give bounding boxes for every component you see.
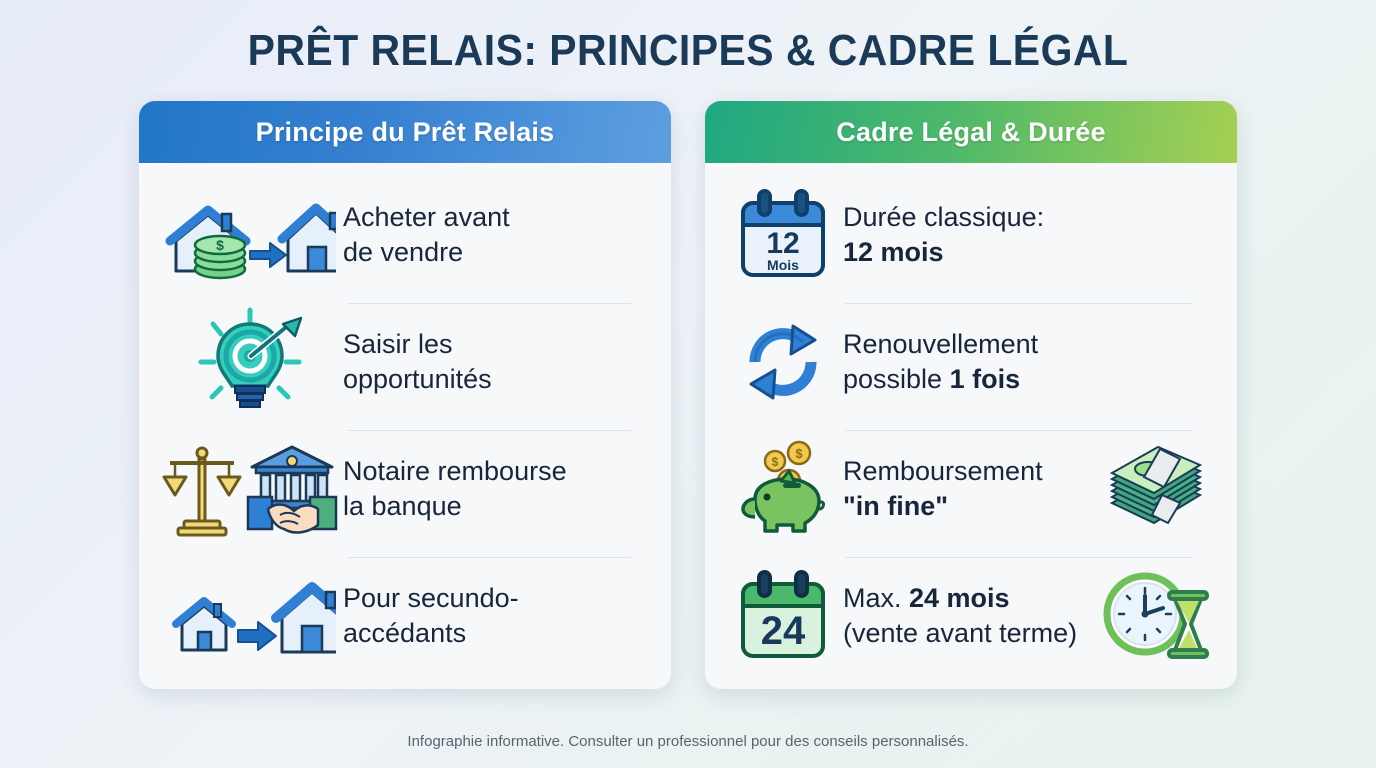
- card-cadre-legal-header: Cadre Légal & Durée: [705, 101, 1237, 164]
- list-item: Notaire rembourse la banque: [157, 429, 649, 548]
- svg-text:$: $: [216, 237, 224, 253]
- list-item-line1: Acheter avant: [343, 201, 510, 232]
- list-item-text: Durée classique: 12 mois: [843, 200, 1097, 270]
- list-item-line2: la banque: [343, 490, 462, 521]
- list-item: 24 Max. 24 mois (vente avant terme): [723, 556, 1215, 675]
- cash-stack-icon: [1097, 443, 1215, 535]
- list-item-text: Notaire rembourse la banque: [343, 454, 649, 524]
- list-item-text: Max. 24 mois (vente avant terme): [843, 581, 1097, 651]
- small-house-to-big-house-icon: [157, 570, 343, 662]
- card-principe: Principe du Prêt Relais: [139, 101, 671, 690]
- list-item-line2-bold: 1 fois: [949, 363, 1021, 394]
- list-item: Saisir les opportunités: [157, 302, 649, 421]
- footer-disclaimer: Infographie informative. Consulter un pr…: [407, 733, 969, 750]
- lightbulb-target-arrow-icon: [157, 306, 343, 418]
- refresh-circular-arrows-icon: [723, 314, 843, 410]
- card-principe-header: Principe du Prêt Relais: [139, 101, 671, 164]
- scales-bank-handshake-icon: [157, 437, 343, 541]
- list-item-line1: Notaire rembourse: [343, 455, 567, 486]
- list-item-text: Saisir les opportunités: [343, 327, 649, 397]
- svg-text:$: $: [772, 455, 779, 469]
- list-item-text: Acheter avant de vendre: [343, 200, 649, 270]
- piggy-bank-coins-icon: $ $ $: [723, 437, 843, 541]
- list-item-line1: Remboursement: [843, 455, 1043, 486]
- list-item: Renouvellement possible 1 fois: [723, 302, 1215, 421]
- calendar-24-icon: 24: [723, 568, 843, 664]
- list-item-line2-prefix: possible: [843, 363, 950, 394]
- list-item-line1-prefix: Max.: [843, 582, 910, 613]
- list-item-line2: "in fine": [843, 489, 1093, 524]
- list-item: $ Acheter avant de vendre: [157, 176, 649, 294]
- list-item-line1: Renouvellement: [843, 328, 1039, 359]
- list-item-line2: possible 1 fois: [843, 362, 1093, 397]
- list-item-line1: Max. 24 mois: [843, 583, 1010, 613]
- list-item-line1: Pour secundo-: [343, 582, 519, 613]
- card-principe-body: $ Acheter avant de vendre: [139, 163, 671, 689]
- svg-text:$: $: [795, 446, 803, 461]
- list-item-line2-bold: "in fine": [843, 490, 949, 521]
- list-item-line2: accédants: [343, 617, 467, 648]
- house-to-house-with-money-icon: $: [157, 189, 343, 281]
- list-item: Pour secundo- accédants: [157, 556, 649, 675]
- list-item-line1: Durée classique:: [843, 201, 1045, 232]
- list-item: $ $ $: [723, 429, 1215, 548]
- clock-hourglass-icon: [1097, 568, 1215, 664]
- list-item: 12 Mois Durée classique: 12 mois: [723, 176, 1215, 294]
- list-item-line2: opportunités: [343, 363, 492, 394]
- list-item-line1: Saisir les: [343, 328, 453, 359]
- card-cadre-legal: Cadre Légal & Durée 12 Mois Durée classi…: [705, 101, 1237, 690]
- card-cadre-legal-body: 12 Mois Durée classique: 12 mois: [705, 163, 1237, 689]
- calendar-caption: Mois: [767, 257, 799, 273]
- list-item-text: Pour secundo- accédants: [343, 581, 649, 651]
- page-title: PRÊT RELAIS: PRINCIPES & CADRE LÉGAL: [247, 26, 1129, 75]
- list-item-text: Renouvellement possible 1 fois: [843, 327, 1097, 397]
- list-item-text: Remboursement "in fine": [843, 454, 1097, 524]
- calendar-12-mois-icon: 12 Mois: [723, 187, 843, 283]
- calendar-number: 24: [761, 609, 806, 653]
- list-item-line1-bold: 24 mois: [909, 582, 1010, 613]
- list-item-line2: 12 mois: [843, 235, 1093, 270]
- cards-container: Principe du Prêt Relais: [0, 101, 1376, 690]
- list-item-line2: de vendre: [343, 236, 464, 267]
- list-item-line2-bold: 12 mois: [843, 236, 944, 267]
- calendar-number: 12: [766, 227, 799, 260]
- list-item-line2: (vente avant terme): [843, 617, 1078, 648]
